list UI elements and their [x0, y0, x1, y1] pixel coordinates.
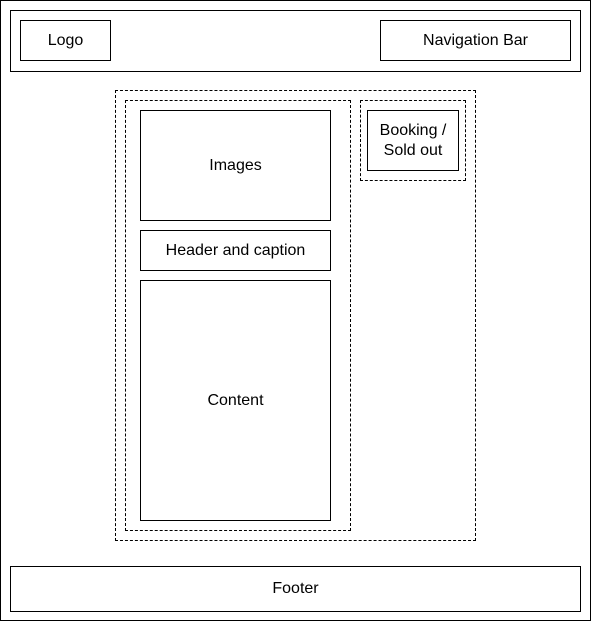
booking-box: Booking / Sold out — [367, 110, 459, 171]
logo-label: Logo — [47, 31, 84, 49]
footer-box: Footer — [10, 566, 581, 612]
navigation-bar-box: Navigation Bar — [380, 20, 571, 61]
images-box: Images — [140, 110, 331, 221]
content-box: Content — [140, 280, 331, 521]
aside-column-outline — [360, 100, 466, 181]
header-caption-label: Header and caption — [165, 241, 306, 259]
navigation-bar-label: Navigation Bar — [423, 31, 528, 49]
content-label: Content — [207, 391, 264, 409]
logo-box: Logo — [20, 20, 111, 61]
booking-label: Booking / Sold out — [379, 121, 447, 159]
main-container-outline — [115, 90, 476, 541]
footer-label: Footer — [272, 580, 319, 597]
article-column-outline — [125, 100, 351, 531]
header-caption-box: Header and caption — [140, 230, 331, 271]
images-label: Images — [209, 156, 262, 174]
